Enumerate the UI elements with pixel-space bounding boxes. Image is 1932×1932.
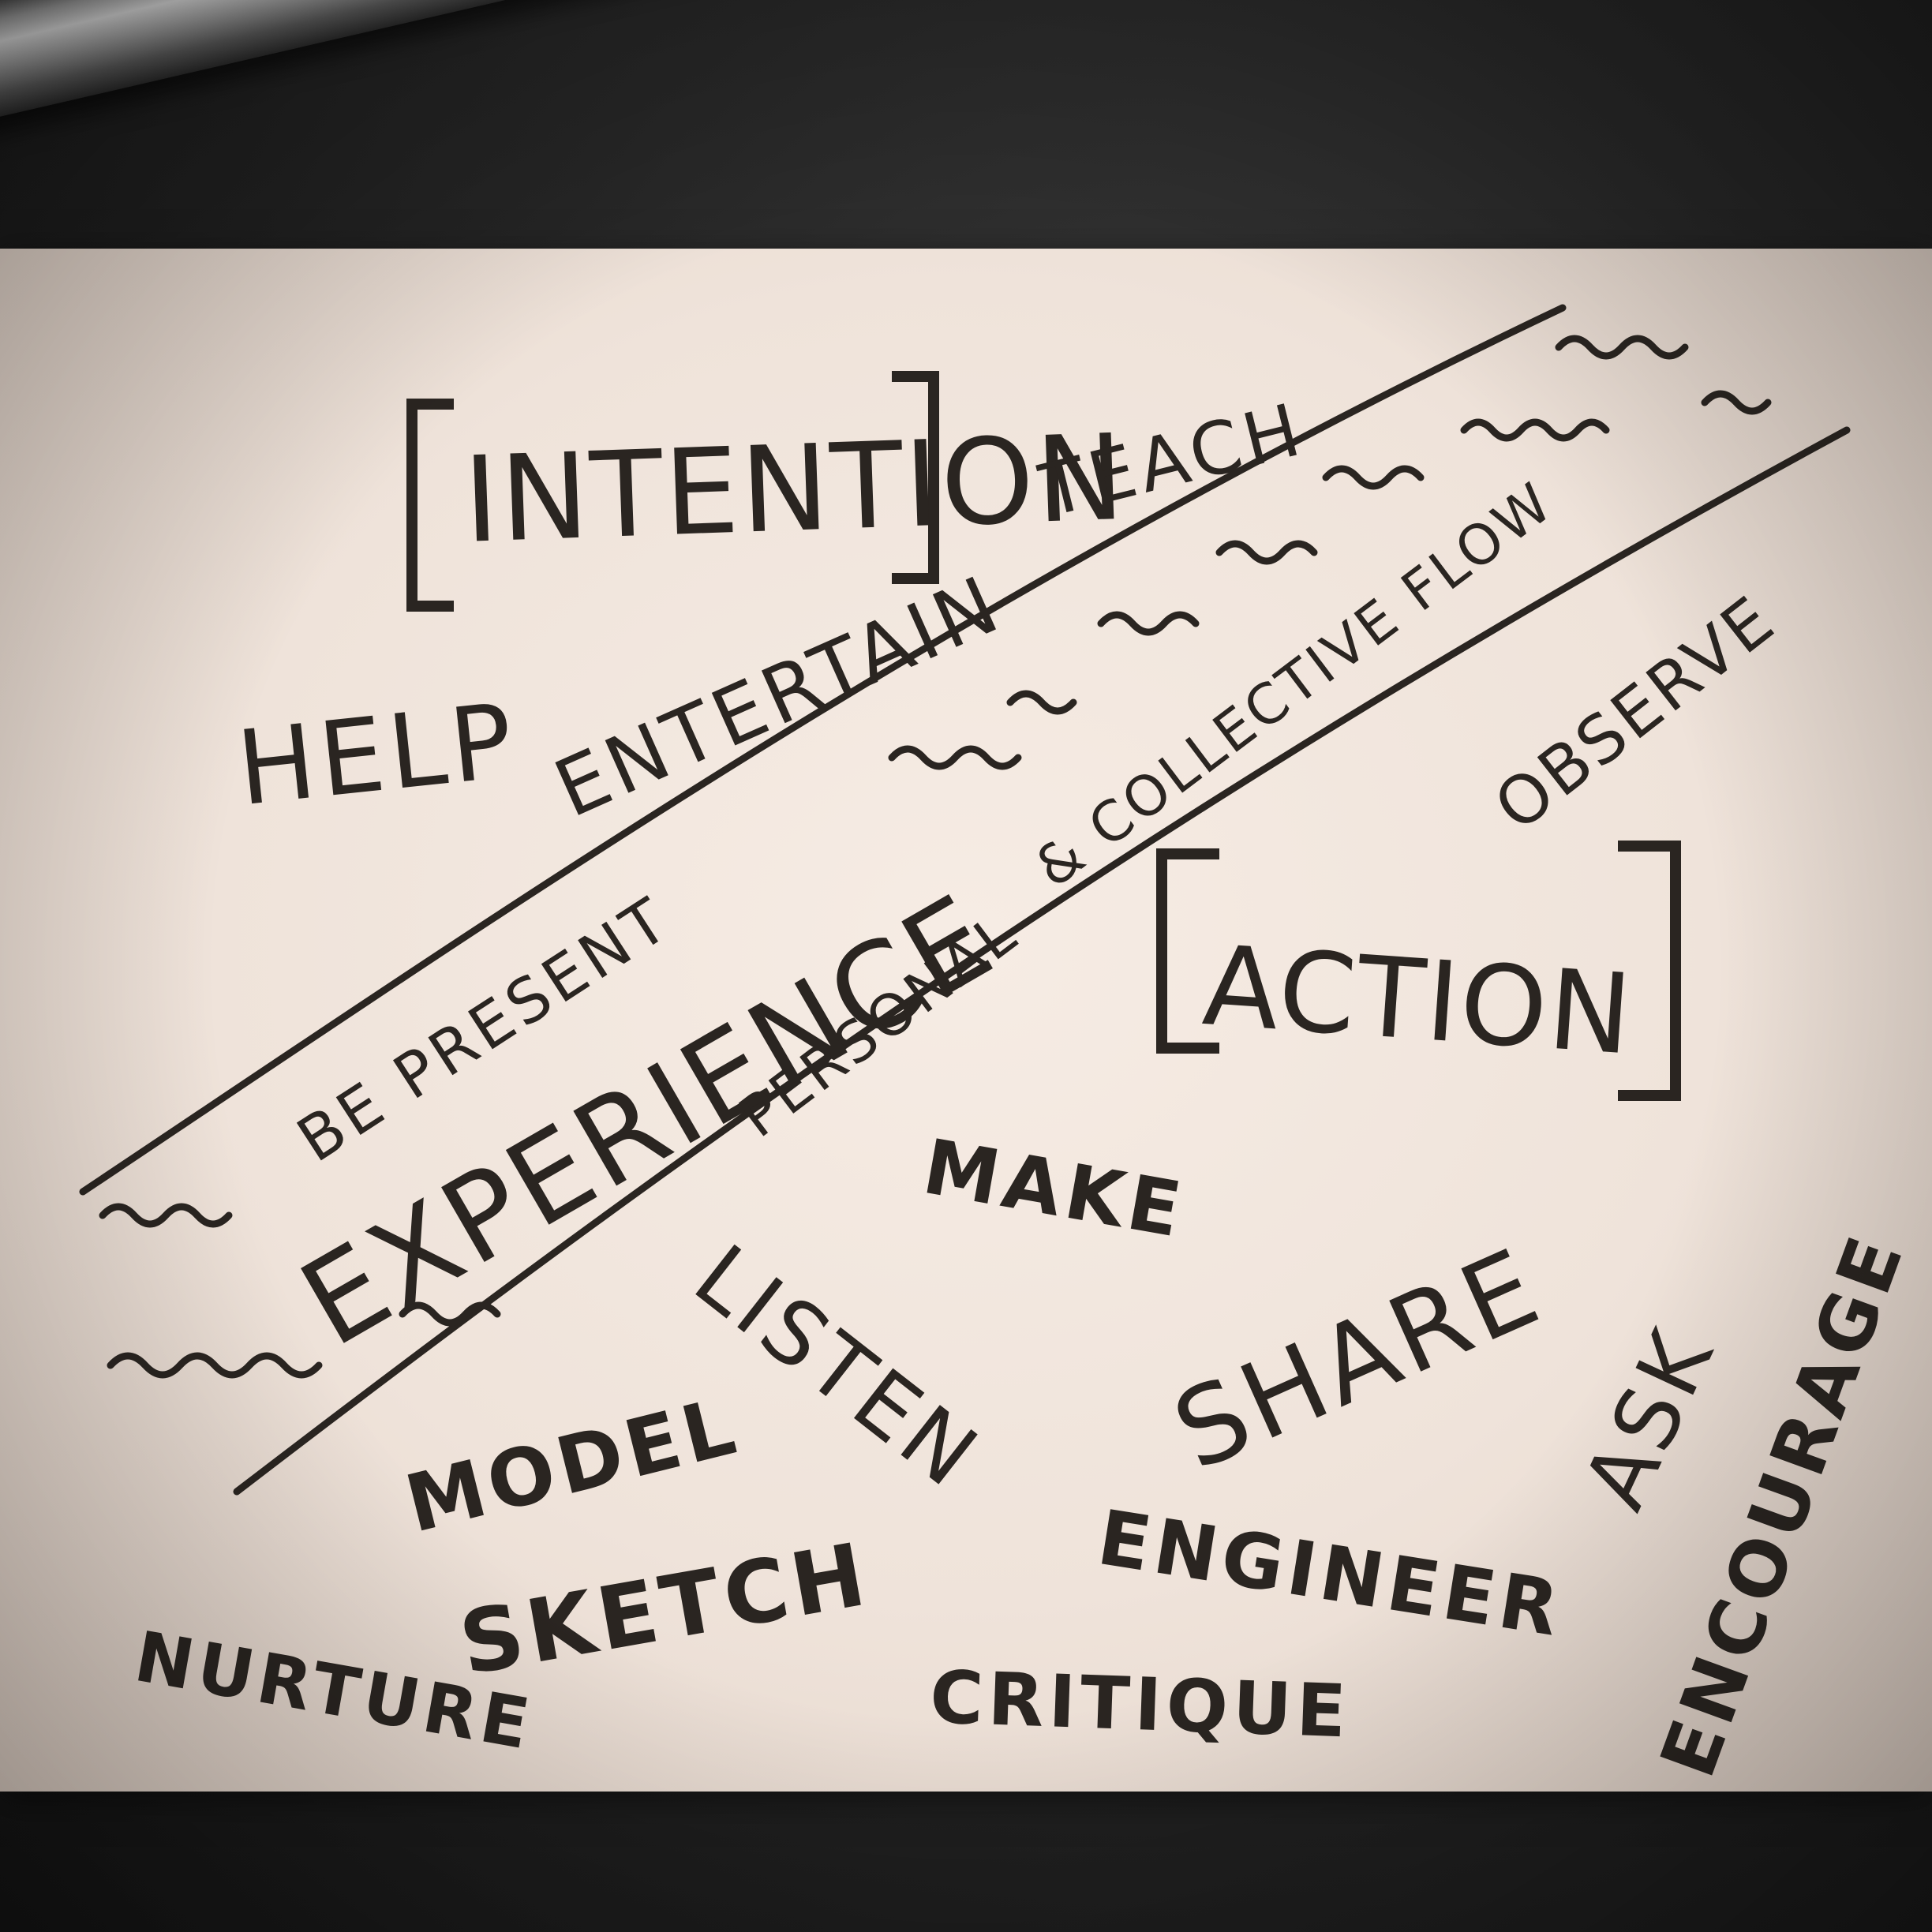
action-bracket-right (1618, 841, 1681, 1101)
river-upper-bank (79, 304, 1567, 1196)
wave (107, 1352, 323, 1379)
action-bracket-left (1156, 848, 1219, 1054)
help-label: HELP (231, 680, 523, 829)
intention-bracket-left (406, 399, 454, 612)
wave (1460, 418, 1610, 442)
wave (1555, 335, 1689, 360)
wave (888, 745, 1022, 770)
intention-label: INTENTION (461, 409, 1129, 570)
wave (1322, 465, 1425, 490)
wave (1006, 690, 1077, 715)
river-lower-bank (233, 426, 1851, 1496)
wave (1701, 390, 1772, 415)
wave (1215, 540, 1318, 565)
index-card (0, 249, 1932, 1792)
river (79, 304, 1851, 1496)
critique-label: CRITIQUE (928, 1655, 1353, 1754)
action-label: ACTION (1199, 922, 1638, 1080)
wave (1097, 611, 1200, 636)
wave (399, 1301, 501, 1327)
intention-bracket-right (892, 371, 939, 584)
wave (99, 1203, 233, 1228)
